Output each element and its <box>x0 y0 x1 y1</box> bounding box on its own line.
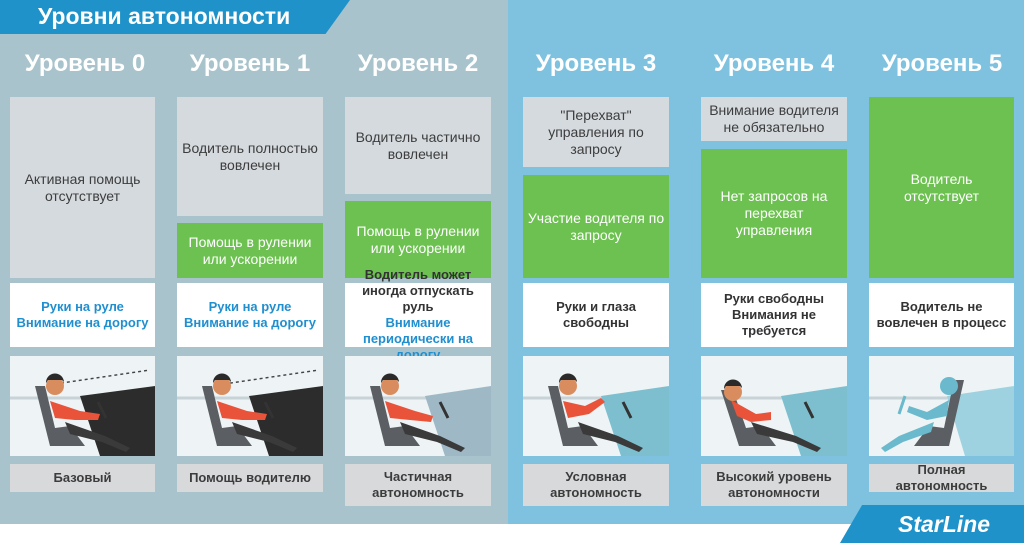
level-5-no-driver-box: Водитель отсутствует <box>869 97 1014 278</box>
bottom-strip <box>0 524 1024 543</box>
level-4-attention-box: Внимание водителя не обязательно <box>701 97 847 141</box>
level-0-involvement-box: Активная помощь отсутствует <box>10 97 155 278</box>
level-4-title: Уровень 4 <box>713 50 835 77</box>
level-5-title: Уровень 5 <box>881 50 1003 77</box>
level-2-driver-illustration <box>345 356 491 456</box>
level-4-requirement-attention: Внимания не требуется <box>731 307 817 338</box>
level-0-requirement-attention: Внимание на дорогу <box>16 315 149 330</box>
level-5-empty-seat-illustration <box>869 356 1014 456</box>
level-1-driver-illustration <box>177 356 323 456</box>
level-4-no-takeover-box: Нет запросов на перехват управления <box>701 149 847 278</box>
level-0-requirements-box: Руки на руле Внимание на дорогу <box>10 283 155 347</box>
level-1-requirements-box: Руки на руле Внимание на дорогу <box>177 283 323 347</box>
level-3-driver-illustration <box>523 356 669 456</box>
level-0-requirement-hands: Руки на руле <box>41 299 124 314</box>
level-2-requirement-hands: Водитель может иногда отпускать руль <box>362 267 474 314</box>
level-1-title: Уровень 1 <box>189 50 311 77</box>
level-3-takeover-box: "Перехват" управления по запросу <box>523 97 669 167</box>
level-2-requirements-box: Водитель может иногда отпускать руль Вни… <box>345 267 491 362</box>
level-4-requirements-box: Руки свободны Внимания не требуется <box>701 283 847 347</box>
starline-logo: StarLine <box>840 505 1024 543</box>
level-3-label: Условная автономность <box>523 464 669 506</box>
level-0-title: Уровень 0 <box>24 50 146 77</box>
level-1-requirement-attention: Внимание на дорогу <box>183 315 316 330</box>
level-1-involvement-box: Водитель полностью вовлечен <box>177 97 323 216</box>
level-3-assistance-box: Участие водителя по запросу <box>523 175 669 278</box>
level-3-requirement-hands: Руки и глаза свободны <box>556 299 636 330</box>
level-2-involvement-box: Водитель частично вовлечен <box>345 97 491 194</box>
level-5-requirement-text: Водитель не вовлечен в процесс <box>876 299 1007 330</box>
page-title: Уровни автономности <box>0 0 350 34</box>
level-2-label: Частичная автономность <box>345 464 491 506</box>
level-5-requirements-box: Водитель не вовлечен в процесс <box>869 283 1014 347</box>
level-3-title: Уровень 3 <box>535 50 657 77</box>
level-0-driver-illustration <box>10 356 155 456</box>
level-4-requirement-hands: Руки свободны <box>723 291 824 306</box>
level-2-title: Уровень 2 <box>357 50 479 77</box>
level-1-requirement-hands: Руки на руле <box>208 299 292 314</box>
level-1-assistance-box: Помощь в рулении или ускорении <box>177 223 323 278</box>
level-0-label: Базовый <box>10 464 155 492</box>
level-3-requirements-box: Руки и глаза свободны <box>523 283 669 347</box>
level-4-label: Высокий уровень автономности <box>701 464 847 506</box>
level-4-driver-illustration <box>701 356 847 456</box>
level-1-label: Помощь водителю <box>177 464 323 492</box>
level-2-assistance-box: Помощь в рулении или ускорении <box>345 201 491 278</box>
level-5-label: Полная автономность <box>869 462 1014 493</box>
